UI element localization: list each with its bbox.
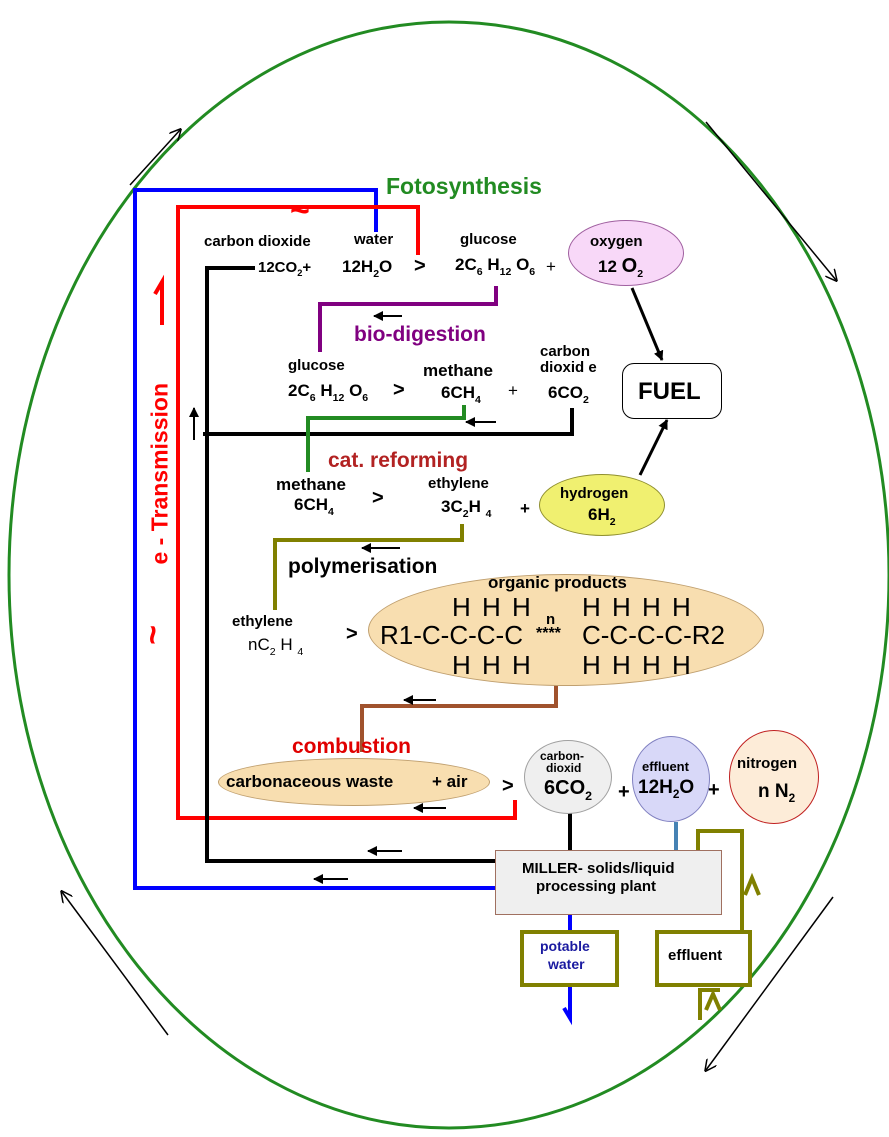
oxygen-to-fuel [630,287,664,361]
black-co2-loop [205,266,497,863]
co2-formula-2: 6CO2 [548,383,589,406]
cycle-ellipse [7,20,889,1130]
combustion-arrow: > [502,775,514,797]
green-connector [306,405,466,472]
effluent-water-circle [632,736,710,822]
effluent-label-2: effluent [642,759,689,774]
reforming-title: cat. reforming [328,449,469,472]
ethylene-formula-2: nC2 H 4 [248,635,304,658]
olive-effluent-arrow-up [743,872,761,896]
plant-label-2: processing plant [536,878,657,895]
oxygen-label: oxygen [590,233,643,250]
ethylene-label-2: ethylene [232,613,293,630]
combustion-plus-1: + [618,781,630,803]
combustion-title: combustion [292,735,411,758]
methane-formula: 6CH4 [441,383,481,406]
olive-effluent-in-arrow [704,989,722,1011]
h-bottom-left: H H H [452,650,533,680]
potable-water-box [520,930,619,987]
cycle-arrow-top-left [129,130,180,186]
transmission-label: e - Transmission [146,382,173,565]
transmission-up-arrow [153,274,164,325]
waste-label: carbonaceous waste [226,772,394,791]
potable-label-2: water [548,956,585,972]
chain-right: C-C-C-C-R2 [582,620,725,650]
ethylene-label: ethylene [428,475,489,492]
photosynthesis-title: Fotosynthesis [386,173,542,199]
n-label: n [546,611,556,628]
chain-mid: **** [536,625,561,642]
reforming-arrow: > [372,487,384,509]
h-top-right: H H H H [582,592,693,622]
potable-outflow [562,986,572,1026]
co2-label-1: carbon [540,343,591,360]
air-label: + air [432,772,468,791]
cycle-arrow-top-right [705,121,836,280]
nitrogen-label: nitrogen [737,755,797,772]
biodigestion-title: bio-digestion [354,323,486,346]
waste-ellipse [218,758,490,806]
polymerisation-arrow: > [346,623,358,645]
fuel-box [622,363,722,419]
methane-label-2: methane [276,475,346,494]
co2-formula-3: 6CO2 [544,777,593,803]
water-label: water [354,231,394,248]
nitrogen-circle [729,730,819,824]
nitrogen-formula: n N2 [758,781,796,806]
combustion-plus-2: + [708,779,720,801]
photosynthesis-plus: + [546,257,556,276]
effluent-box [655,930,752,987]
h-bottom-right: H H H H [582,650,693,680]
cycle-arrow-bottom-right [706,896,834,1070]
biodigestion-plus: + [508,381,518,400]
polymerisation-title: polymerisation [288,555,438,578]
olive-connector [273,524,464,610]
brown-connector [360,684,558,752]
water-formula: 12H2O [342,257,393,280]
co2-circle [524,740,612,814]
ethylene-formula: 3C2H 4 [441,497,492,520]
plant-label-1: MILLER- solids/liquid [522,860,675,877]
carbon-dioxide-label: carbon dioxide [204,233,311,250]
glucose-label-2: glucose [288,357,345,374]
fuel-label: FUEL [638,378,701,405]
co2-label-2: dioxid e [540,359,597,376]
glucose-formula: 2C6 H12 O6 [455,255,536,278]
hydrogen-ellipse [539,474,665,536]
hydrogen-to-fuel [638,419,669,476]
water-formula-2: 12H2O [638,777,695,802]
organic-products-ellipse [368,574,764,686]
cycle-arrow-bottom-left [62,892,169,1036]
tilde-top: ~ [290,192,310,230]
blue-water-loop [133,188,497,890]
co2-formula: 12CO2+ [258,259,312,279]
red-transmission-loop [176,205,517,820]
organic-products-label: organic products [488,573,627,592]
chain-left: R1-C-C-C-C [380,620,523,650]
processing-plant-box [495,850,722,915]
hydrogen-label: hydrogen [560,485,629,502]
glucose-label: glucose [460,231,517,248]
purple-connector [318,286,498,352]
tilde-left: ~ [133,625,172,645]
co2-label-4: dioxid [546,761,582,775]
co2-label-3: carbon- [540,749,585,763]
oxygen-ellipse [568,220,684,286]
photosynthesis-arrow: > [414,255,426,277]
potable-label-1: potable [540,938,590,954]
oxygen-formula: 12 O2 [598,255,644,280]
glucose-formula-2: 2C6 H12 O6 [288,381,369,404]
effluent-box-label: effluent [668,947,723,964]
methane-label: methane [423,361,493,380]
biodigestion-arrow: > [393,379,405,401]
reforming-plus: + [520,499,530,518]
h-top-left: H H H [452,592,533,622]
hydrogen-formula: 6H2 [588,505,616,528]
methane-formula-2: 6CH4 [294,495,334,518]
black-methane-co2-return [203,408,574,436]
